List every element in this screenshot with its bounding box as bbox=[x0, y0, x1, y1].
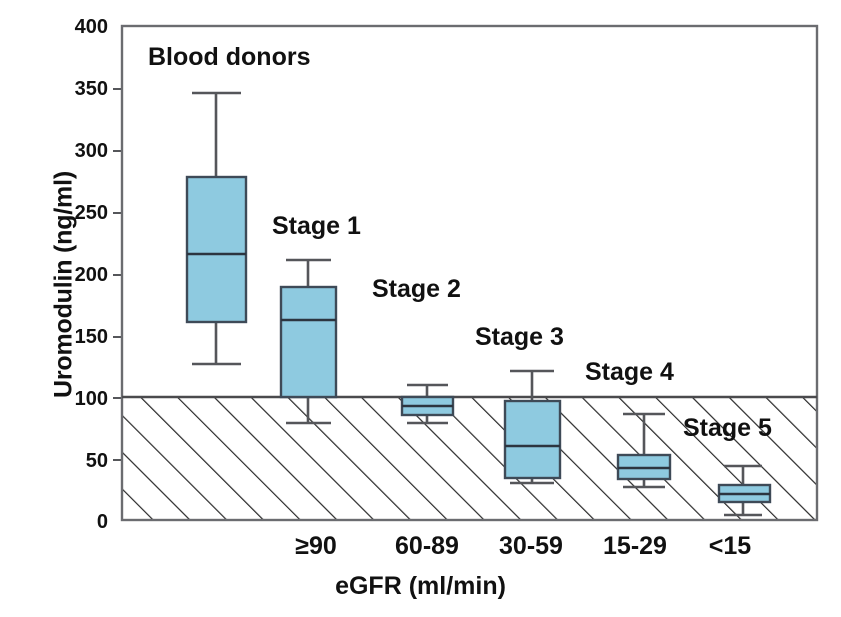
x-tick-label-ge90: ≥90 bbox=[295, 532, 337, 560]
y-tick-label-50: 50 bbox=[85, 450, 108, 472]
boxplot-stage-4 bbox=[616, 412, 672, 489]
hatched-reference-region bbox=[122, 397, 817, 520]
series-label-stage-1: Stage 1 bbox=[272, 212, 361, 240]
boxplot-stage-2 bbox=[400, 383, 455, 425]
x-tick-label-15-29: 15-29 bbox=[603, 532, 667, 560]
x-tick-label-lt15: <15 bbox=[708, 532, 752, 560]
y-tick-mark-300 bbox=[113, 150, 122, 152]
y-tick-mark-350 bbox=[113, 88, 122, 90]
x-axis-title: eGFR (ml/min) bbox=[335, 572, 506, 600]
plot-frame bbox=[120, 24, 819, 522]
series-label-stage-4: Stage 4 bbox=[585, 358, 674, 386]
y-tick-label-0: 0 bbox=[96, 511, 108, 533]
y-tick-label-150: 150 bbox=[74, 326, 108, 348]
y-tick-label-100: 100 bbox=[74, 388, 108, 410]
y-tick-label-400: 400 bbox=[74, 16, 108, 38]
y-tick-label-350: 350 bbox=[74, 78, 108, 100]
series-label-blood-donors: Blood donors bbox=[148, 43, 311, 71]
y-tick-mark-100 bbox=[113, 397, 122, 399]
x-tick-label-30-59: 30-59 bbox=[499, 532, 563, 560]
series-label-stage-3: Stage 3 bbox=[475, 323, 564, 351]
x-tick-label-60-89: 60-89 bbox=[395, 532, 459, 560]
y-tick-mark-250 bbox=[113, 212, 122, 214]
y-tick-label-300: 300 bbox=[74, 140, 108, 162]
boxplot-blood-donors bbox=[185, 91, 248, 366]
y-tick-mark-50 bbox=[113, 459, 122, 461]
y-tick-mark-200 bbox=[113, 274, 122, 276]
y-tick-label-250: 250 bbox=[74, 202, 108, 224]
series-label-stage-2: Stage 2 bbox=[372, 275, 461, 303]
boxplot-stage-3 bbox=[503, 369, 562, 485]
y-tick-label-200: 200 bbox=[74, 264, 108, 286]
y-tick-mark-150 bbox=[113, 336, 122, 338]
boxplot-stage-5 bbox=[717, 464, 772, 517]
series-label-stage-5: Stage 5 bbox=[683, 414, 772, 442]
boxplot-stage-1 bbox=[279, 258, 338, 425]
